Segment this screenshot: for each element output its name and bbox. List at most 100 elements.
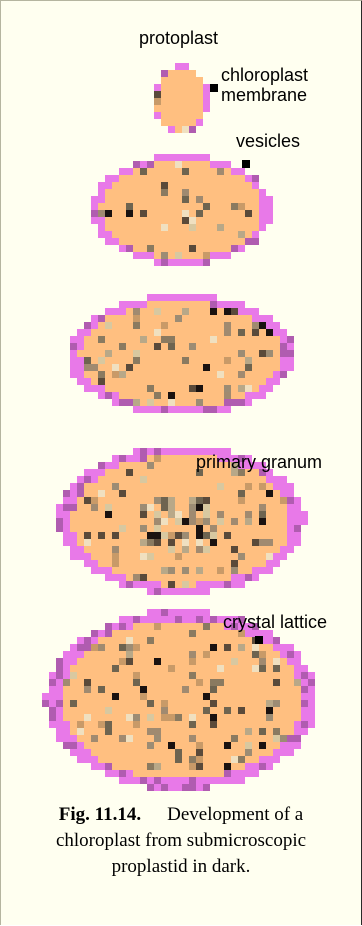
plastid-pixel [175,77,182,84]
plastid-pixel [252,497,259,504]
figure-number: Fig. 11.14. [59,804,141,825]
plastid-pixel [119,385,126,392]
plastid-pixel [294,658,301,665]
plastid-pixel [161,98,168,105]
plastid-pixel [154,301,161,308]
plastid-pixel [196,476,203,483]
plastid-pixel [224,350,231,357]
plastid-pixel [133,497,140,504]
plastid-pixel [182,665,189,672]
plastid-pixel [210,168,217,175]
plastid-pixel [273,553,280,560]
plastid-pixel [280,518,287,525]
plastid-pixel [49,721,56,728]
plastid-pixel [126,623,133,630]
plastid-pixel [210,742,217,749]
plastid-pixel [231,203,238,210]
plastid-pixel [189,126,196,133]
plastid-pixel [77,371,84,378]
plastid-pixel [287,343,294,350]
plastid-pixel [224,245,231,252]
plastid-pixel [98,518,105,525]
plastid-pixel [280,721,287,728]
plastid-pixel [266,700,273,707]
plastid-pixel [182,455,189,462]
plastid-pixel [182,483,189,490]
plastid-pixel [252,721,259,728]
plastid-pixel [70,665,77,672]
plastid-pixel [133,630,140,637]
plastid-pixel [203,322,210,329]
plastid-pixel [154,455,161,462]
plastid-pixel [259,686,266,693]
plastid-pixel [252,490,259,497]
caption-line1-text: Development of a [167,804,303,825]
plastid-pixel [210,175,217,182]
plastid-pixel [196,581,203,588]
plastid-pixel [70,672,77,679]
plastid-pixel [119,196,126,203]
plastid-pixel [266,637,273,644]
plastid-pixel [266,742,273,749]
plastid-pixel [175,567,182,574]
plastid-pixel [280,735,287,742]
plastid-pixel [238,637,245,644]
plastid-pixel [196,700,203,707]
plastid-pixel [196,693,203,700]
plastid-pixel [168,714,175,721]
plastid-pixel [231,672,238,679]
plastid-pixel [161,84,168,91]
plastid-pixel [168,189,175,196]
plastid-pixel [161,525,168,532]
plastid-pixel [140,252,147,259]
plastid-pixel [70,700,77,707]
plastid-pixel [84,735,91,742]
plastid-pixel [98,224,105,231]
plastid-pixel [189,399,196,406]
plastid-pixel [182,700,189,707]
plastid-pixel [266,679,273,686]
plastid-pixel [182,350,189,357]
plastid-pixel [84,560,91,567]
plastid-pixel [140,322,147,329]
plastid-pixel [126,763,133,770]
plastid-pixel [168,462,175,469]
plastid-pixel [238,490,245,497]
plastid-pixel [70,686,77,693]
plastid-pixel [42,693,49,700]
plastid-pixel [273,679,280,686]
plastid-pixel [252,196,259,203]
plastid-pixel [210,770,217,777]
plastid-pixel [238,385,245,392]
plastid-pixel [161,70,168,77]
plastid-pixel [182,462,189,469]
plastid-pixel [203,308,210,315]
plastid-pixel [252,658,259,665]
plastid-pixel [112,399,119,406]
plastid-pixel [196,672,203,679]
plastid-pixel [245,350,252,357]
plastid-pixel [266,763,273,770]
plastid-pixel [112,350,119,357]
plastid-pixel [259,651,266,658]
plastid-pixel [63,721,70,728]
plastid-pixel [189,105,196,112]
plastid-pixel [112,196,119,203]
plastid-pixel [105,189,112,196]
plastid-pixel [245,553,252,560]
plastid-pixel [119,462,126,469]
plastid-pixel [140,350,147,357]
plastid-pixel [98,651,105,658]
plastid-pixel [273,378,280,385]
plastid-pixel [231,322,238,329]
plastid-pixel [154,161,161,168]
plastid-pixel [196,343,203,350]
plastid-pixel [252,735,259,742]
plastid-pixel [119,343,126,350]
plastid-pixel [203,105,210,112]
plastid-pixel [154,112,161,119]
plastid-pixel [126,518,133,525]
plastid-pixel [140,693,147,700]
plastid-pixel [112,707,119,714]
plastid-pixel [189,700,196,707]
